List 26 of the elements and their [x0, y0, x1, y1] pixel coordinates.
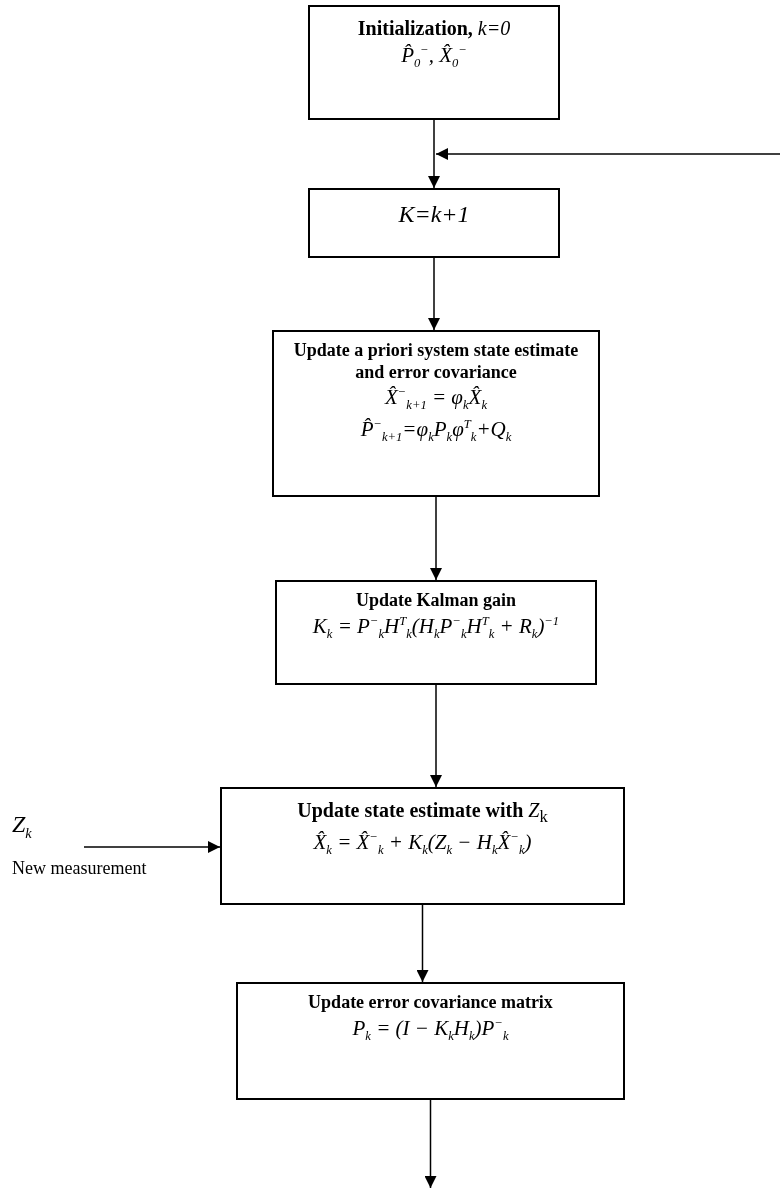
process-box [220, 787, 625, 905]
formula: K=k+1 [398, 200, 470, 229]
formula: X̂$_{k}$ = X̂$^{−}$$_{k}$ + K$_{k}$(Z$_{k}$ − H$_{k}$X̂$^{−}$$_{k}$) [313, 828, 532, 859]
process-box [236, 982, 625, 1100]
input-caption: New measurement [12, 858, 147, 879]
step-heading: Update state estimate with Z$_{k}$ [297, 798, 548, 828]
formula: K$_{k}$ = P$^{−}$$_{k}$H$^{T}$$_{k}$(H$_{k}$P$^{−}$$_{k}$H$^{T}$$_{k}$ + R$_{k}$)$^{−1}$ [312, 612, 560, 643]
arrow [428, 119, 440, 189]
arrow [430, 684, 442, 788]
arrow [83, 841, 221, 853]
step-heading: Update Kalman gain [356, 590, 516, 612]
arrow [424, 1099, 437, 1189]
process-box [308, 188, 560, 258]
formula: X̂$^{−}$$_{k+1}$ = φ$_{k}$X̂$_{k}$ [385, 384, 487, 415]
process-box [308, 5, 560, 120]
step-heading: Initialization, k=0 [357, 16, 511, 41]
arrow [430, 496, 442, 581]
step-heading: Update error covariance matrix [308, 992, 553, 1014]
formula: P̂$^{−}$$_{k+1}$=φ$_{k}$P$_{k}$φ$^{T}$$_{k}$+Q$_{k}$ [360, 416, 512, 447]
arrow [428, 257, 440, 331]
process-box [272, 330, 600, 497]
arrow [435, 148, 780, 160]
formula: Z$_{k}$ [12, 810, 32, 843]
arrow [416, 904, 429, 983]
process-box [275, 580, 597, 685]
step-heading: Update a priori system state estimate and error covariance [292, 340, 580, 384]
